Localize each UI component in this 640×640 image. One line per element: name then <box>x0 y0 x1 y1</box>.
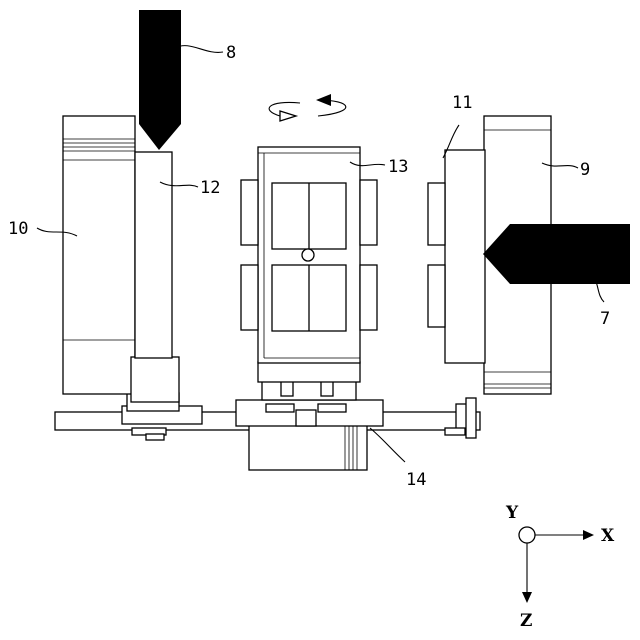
rotation-arrows-icon <box>269 94 346 121</box>
label-12: 12 <box>200 178 220 198</box>
label-8: 8 <box>226 43 236 63</box>
member-11 <box>428 150 485 363</box>
label-11: 11 <box>452 93 472 113</box>
axis-label-y: Y <box>505 503 519 523</box>
stage-14 <box>236 400 383 470</box>
coordinate-axes: Y X Z <box>505 503 615 631</box>
workpiece-13 <box>241 147 377 400</box>
tool-8 <box>139 10 181 150</box>
label-9: 9 <box>580 160 590 180</box>
axis-label-z: Z <box>520 611 532 631</box>
label-7: 7 <box>600 309 610 329</box>
tool-7 <box>483 224 630 284</box>
axis-label-x: X <box>601 526 615 546</box>
label-14: 14 <box>406 470 426 490</box>
member-12 <box>135 152 172 358</box>
label-10: 10 <box>8 219 28 239</box>
label-13: 13 <box>388 157 408 177</box>
